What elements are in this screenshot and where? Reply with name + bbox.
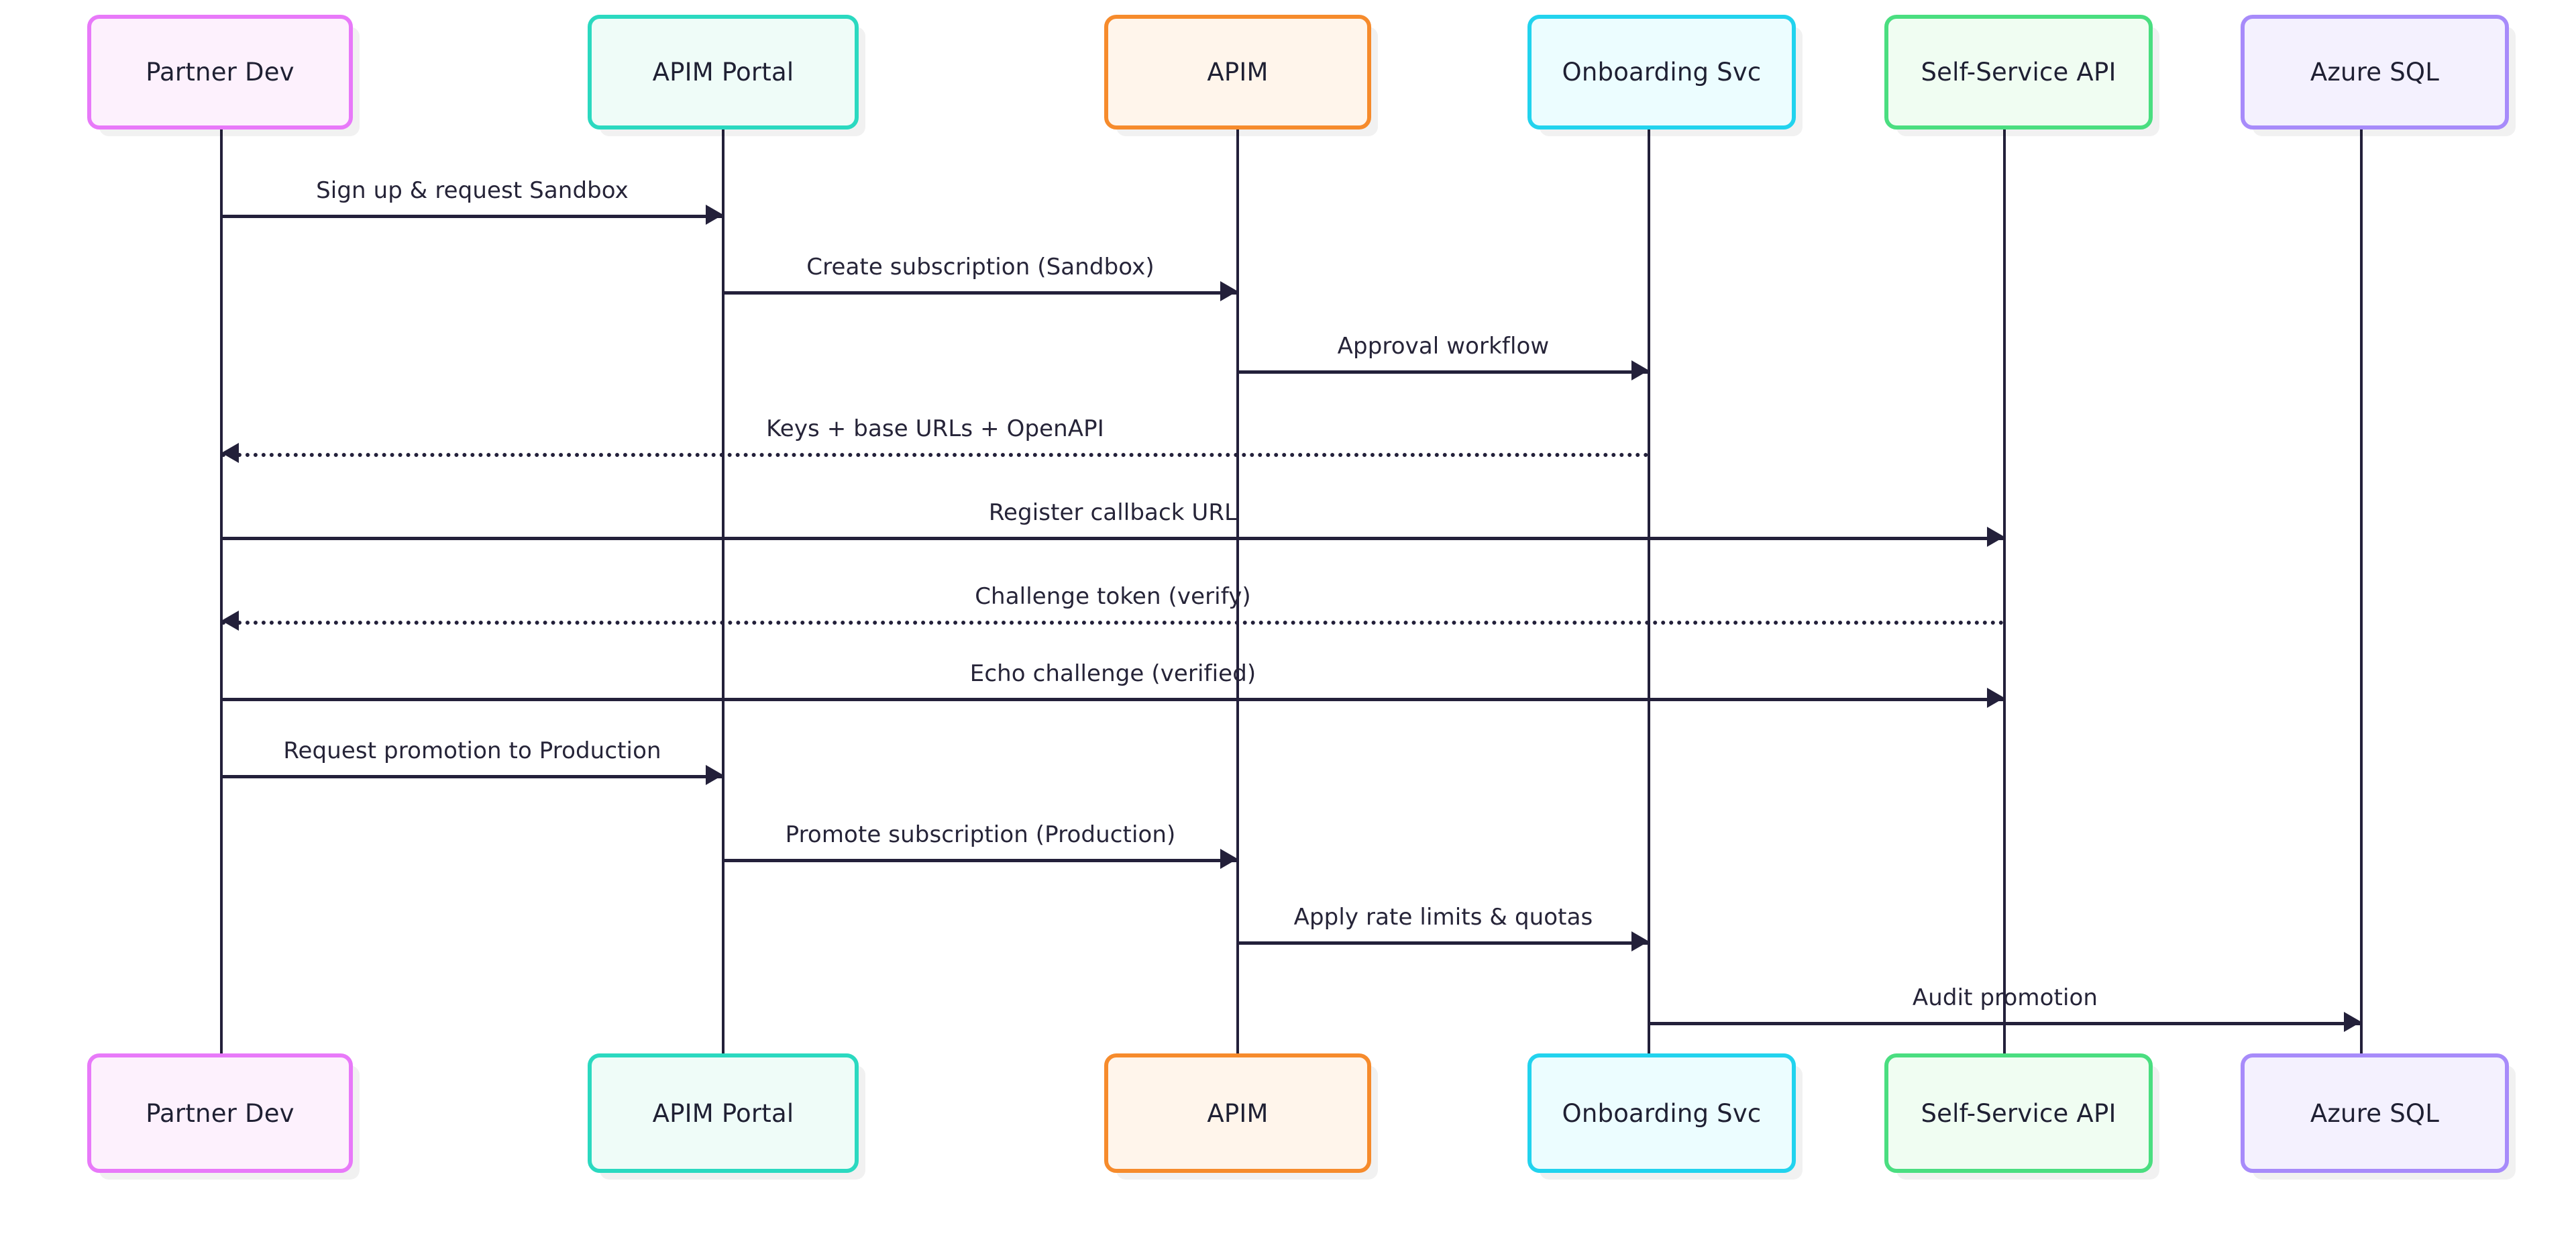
message-line-msg-promote-subscription [723,859,1238,862]
arrow-head-msg-signup [706,205,723,225]
message-label-msg-challenge-token: Challenge token (verify) [975,583,1251,610]
message-line-msg-audit-promotion [1649,1022,2361,1025]
participant-label-onboarding-svc: Onboarding Svc [1562,58,1762,87]
participant-label-apim-portal: APIM Portal [652,58,794,87]
participant-label-self-service-api: Self-Service API [1921,1098,2116,1128]
participant-box-partner-dev-top[interactable]: Partner Dev [87,15,353,129]
participant-box-azure-sql-bottom[interactable]: Azure SQL [2241,1053,2509,1173]
arrow-head-msg-request-promotion [706,765,723,785]
lifeline-onboarding-svc [1648,129,1650,1053]
arrow-head-msg-approval-workflow [1631,360,1649,380]
participant-label-self-service-api: Self-Service API [1921,58,2116,87]
participant-box-apim-bottom[interactable]: APIM [1104,1053,1371,1173]
participant-box-partner-dev-bottom[interactable]: Partner Dev [87,1053,353,1173]
participant-box-onboarding-svc-top[interactable]: Onboarding Svc [1527,15,1796,129]
message-label-msg-approval-workflow: Approval workflow [1337,333,1550,360]
participant-box-apim-top[interactable]: APIM [1104,15,1371,129]
arrow-head-msg-keys-base-urls [221,443,239,463]
participant-label-partner-dev: Partner Dev [146,58,294,87]
arrow-head-msg-echo-challenge [1987,688,2004,708]
participant-box-apim-portal-bottom[interactable]: APIM Portal [588,1053,859,1173]
message-label-msg-echo-challenge: Echo challenge (verified) [969,660,1256,687]
message-line-msg-create-subscription [723,291,1238,295]
lifeline-apim [1236,129,1239,1053]
participant-label-apim-portal: APIM Portal [652,1098,794,1128]
lifeline-partner-dev [220,129,223,1053]
message-line-msg-echo-challenge [221,698,2004,701]
participant-label-azure-sql: Azure SQL [2310,1098,2440,1128]
message-line-msg-request-promotion [221,775,723,778]
participant-box-azure-sql-top[interactable]: Azure SQL [2241,15,2509,129]
participant-box-apim-portal-top[interactable]: APIM Portal [588,15,859,129]
message-label-msg-keys-base-urls: Keys + base URLs + OpenAPI [766,415,1104,442]
message-line-msg-challenge-token [221,621,2004,625]
participant-box-self-service-api-top[interactable]: Self-Service API [1884,15,2153,129]
participant-label-partner-dev: Partner Dev [146,1098,294,1128]
participant-label-onboarding-svc: Onboarding Svc [1562,1098,1762,1128]
message-label-msg-request-promotion: Request promotion to Production [283,737,661,764]
arrow-head-msg-promote-subscription [1220,849,1238,869]
arrow-head-msg-audit-promotion [2344,1012,2361,1032]
message-line-msg-signup [221,215,723,218]
participant-label-apim: APIM [1207,58,1269,87]
message-line-msg-approval-workflow [1238,370,1649,374]
arrow-head-msg-apply-rate-limits [1631,931,1649,951]
message-label-msg-create-subscription: Create subscription (Sandbox) [806,254,1155,280]
message-line-msg-apply-rate-limits [1238,941,1649,945]
arrow-head-msg-register-callback [1987,527,2004,547]
lifeline-self-service-api [2003,129,2006,1053]
message-label-msg-audit-promotion: Audit promotion [1912,984,2098,1011]
arrow-head-msg-challenge-token [221,611,239,631]
participant-label-azure-sql: Azure SQL [2310,58,2440,87]
message-label-msg-register-callback: Register callback URL [988,499,1238,526]
message-line-msg-register-callback [221,537,2004,540]
participant-label-apim: APIM [1207,1098,1269,1128]
arrow-head-msg-create-subscription [1220,281,1238,301]
message-label-msg-apply-rate-limits: Apply rate limits & quotas [1293,904,1593,931]
participant-box-onboarding-svc-bottom[interactable]: Onboarding Svc [1527,1053,1796,1173]
participant-box-self-service-api-bottom[interactable]: Self-Service API [1884,1053,2153,1173]
message-label-msg-signup: Sign up & request Sandbox [316,177,629,204]
message-line-msg-keys-base-urls [221,453,1649,457]
lifeline-apim-portal [722,129,724,1053]
lifeline-azure-sql [2360,129,2363,1053]
message-label-msg-promote-subscription: Promote subscription (Production) [785,821,1176,848]
